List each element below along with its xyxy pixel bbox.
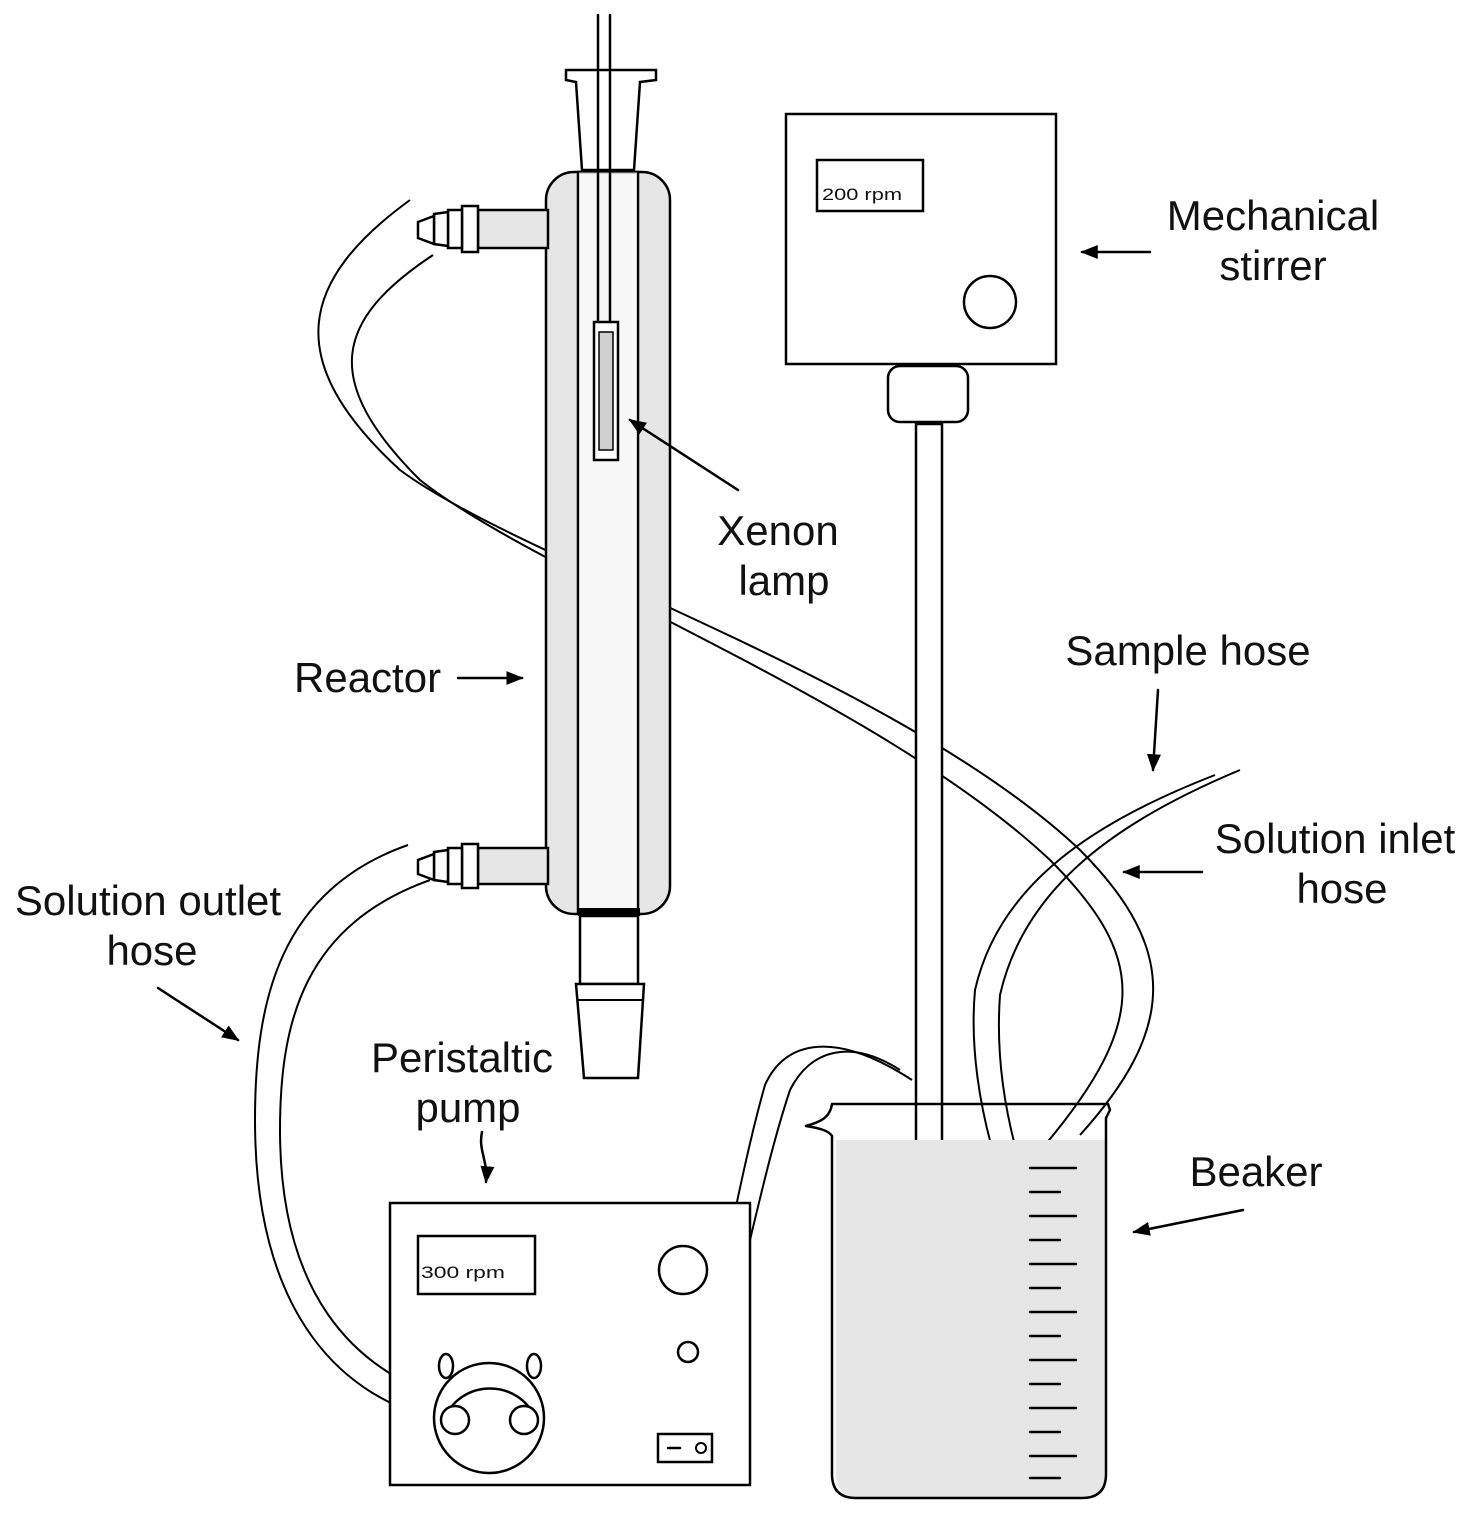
label-reactor: Reactor (294, 654, 524, 701)
svg-text:Mechanical: Mechanical (1167, 192, 1379, 239)
svg-text:stirrer: stirrer (1219, 242, 1326, 289)
arrow-sample-hose (1146, 688, 1161, 772)
arrow-peristaltic-pump (479, 1130, 495, 1184)
svg-text:Sample hose: Sample hose (1065, 627, 1310, 674)
top-hose-barb (416, 204, 480, 254)
beaker-liquid (836, 1140, 1106, 1498)
svg-text:pump: pump (415, 1084, 520, 1131)
svg-text:Xenon: Xenon (717, 507, 838, 554)
pump-knob (657, 1244, 709, 1296)
stirrer-display (815, 158, 925, 213)
svg-text:Reactor: Reactor (294, 654, 441, 701)
label-sample-hose: Sample hose (1065, 627, 1311, 772)
label-xenon-lamp: Xenon lamp (628, 418, 839, 604)
pump-display (416, 1234, 537, 1296)
pump-button (676, 1340, 700, 1364)
stirrer-body (784, 112, 1058, 366)
pump-head (432, 1352, 546, 1475)
pump-speed-text: 300 rpm (421, 1263, 505, 1282)
label-mechanical-stirrer: Mechanical stirrer (1080, 192, 1379, 289)
stirrer-chuck (886, 364, 970, 424)
beaker-graduations (1028, 1166, 1078, 1480)
svg-text:Solution outlet: Solution outlet (15, 877, 282, 924)
reactor-inner-tube (576, 170, 640, 916)
svg-text:lamp: lamp (738, 557, 829, 604)
arrow-beaker (1132, 1208, 1245, 1236)
svg-text:Solution inlet: Solution inlet (1215, 815, 1456, 862)
svg-text:hose: hose (106, 927, 197, 974)
beaker-wall (804, 1102, 1112, 1500)
svg-text:Beaker: Beaker (1189, 1148, 1322, 1195)
solution-outlet-hose (253, 844, 451, 1421)
arrow-solution-outlet-hose (156, 986, 240, 1042)
arrow-xenon-lamp (628, 418, 740, 492)
bottom-hose-barb (416, 842, 480, 890)
stirrer-speed-text: 200 rpm (822, 185, 902, 204)
reactor-bottom-joint (578, 914, 640, 986)
label-solution-outlet-hose: Solution outlet hose (15, 877, 282, 1042)
svg-text:hose: hose (1296, 865, 1387, 912)
peristaltic-pump: 300 rpm (388, 1201, 752, 1487)
reactor (416, 13, 672, 1080)
beaker (804, 1102, 1112, 1500)
solution-inlet-hose (317, 199, 1155, 1146)
label-peristaltic-pump: Peristaltic pump (371, 1034, 553, 1184)
stirrer-knob (962, 274, 1018, 330)
label-solution-inlet-hose: Solution inlet hose (1122, 815, 1456, 912)
svg-text:Peristaltic: Peristaltic (371, 1034, 553, 1081)
pump-switch (656, 1432, 714, 1464)
label-beaker: Beaker (1132, 1148, 1323, 1236)
